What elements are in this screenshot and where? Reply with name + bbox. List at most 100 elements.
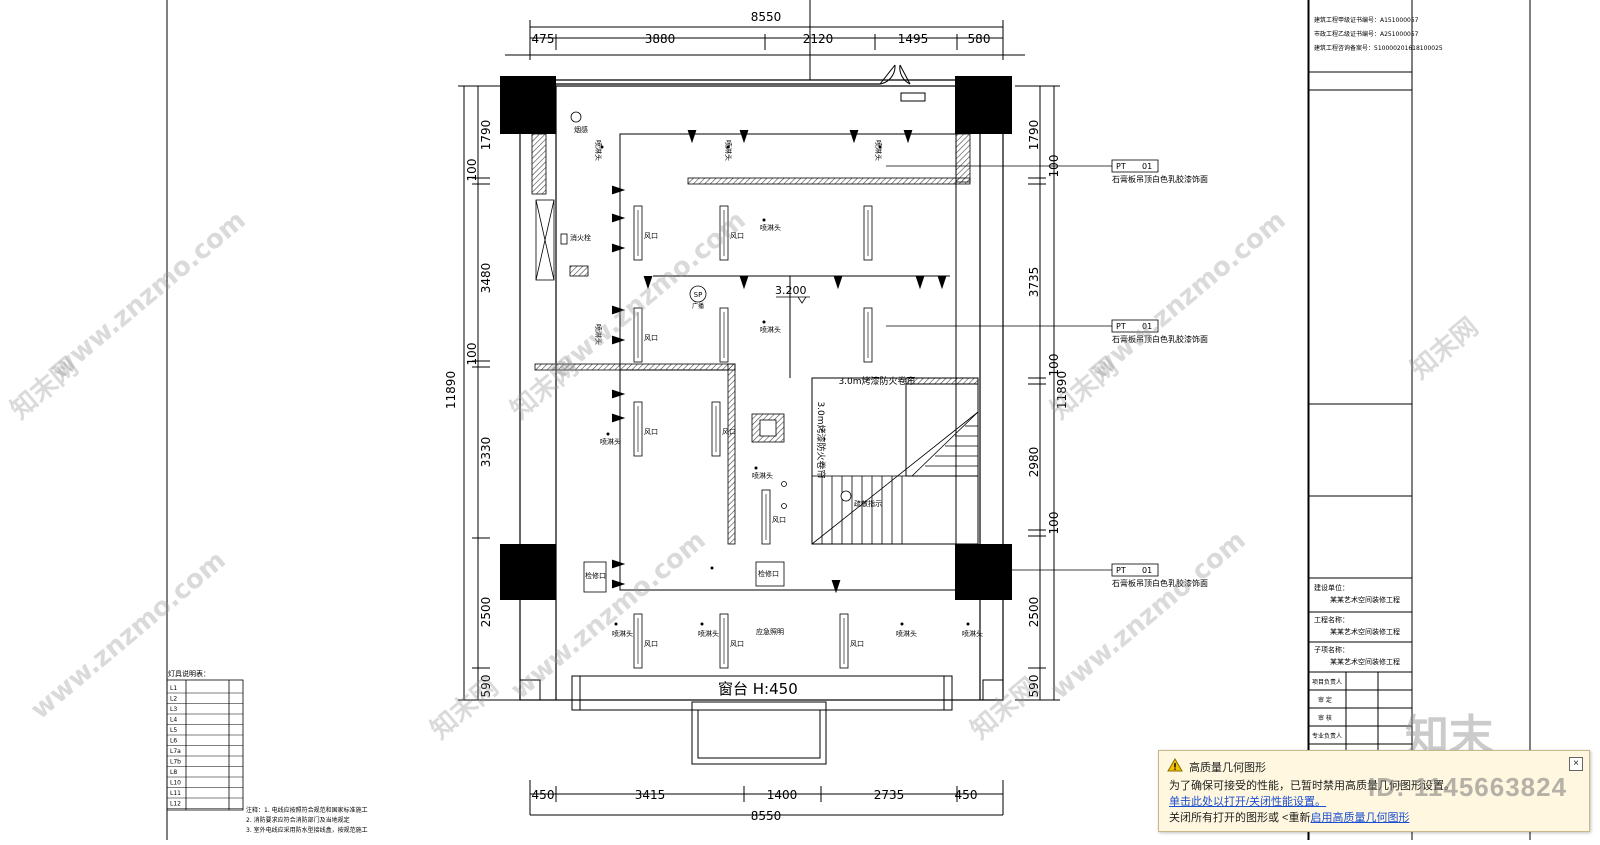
legend-row-code: L12 — [170, 801, 181, 808]
sprinkler-label: 喷淋头 — [600, 437, 621, 446]
vent-label: 风口 — [772, 516, 786, 524]
sprinkler-label: 喷淋头 — [612, 629, 633, 638]
fixture-ticks — [611, 129, 947, 594]
legend-notes: 注释：1. 电线应按照符合规范和国家标准施工 2. 消防要求应符合消防部门及当地… — [246, 806, 368, 834]
dim-bottom-seg: 3415 — [635, 788, 666, 802]
performance-settings-link[interactable]: 单击此处以打开/关闭性能设置。 — [1169, 796, 1327, 808]
exterior-walls — [519, 79, 1004, 701]
legend-row-code: L10 — [170, 780, 181, 787]
watermark-id: ID: 1145663824 — [1368, 772, 1568, 802]
dim-top-seg: 3880 — [645, 32, 676, 46]
section-label: 工程名称： — [1314, 615, 1349, 624]
notification-footer: 关闭所有打开的图形或 <重新启用高质量几何图形 — [1169, 809, 1409, 825]
lighting-legend-table — [166, 679, 244, 811]
role-label: 专业负责人 — [1312, 732, 1342, 740]
dim-right-seg: 2980 — [1027, 447, 1041, 478]
sprinkler-heads — [600, 145, 970, 626]
legend-note: 注释：1. 电线应按照符合规范和国家标准施工 — [246, 806, 368, 814]
warning-icon — [1167, 758, 1183, 772]
title-block-cert: 建筑工程甲级证书编号：A151000057 市政工程乙级证书编号：A251000… — [1314, 16, 1443, 52]
legend-row-code: L11 — [170, 790, 181, 797]
legend-title: 灯具说明表： — [168, 669, 210, 678]
window-sill-label: 窗台 H:450 — [718, 680, 798, 698]
dim-left-seg: 3480 — [479, 263, 493, 294]
tag-code: PT — [1116, 322, 1126, 331]
vent-label: 风口 — [730, 232, 744, 240]
legend-row-code: L6 — [170, 738, 177, 745]
tag-code: PT — [1116, 162, 1126, 171]
vent-inner-lines — [637, 210, 869, 664]
close-icon[interactable]: × — [1569, 757, 1583, 771]
access-label: 检修口 — [758, 569, 779, 578]
vent-label: 风口 — [722, 428, 736, 436]
ceiling-tags: PT 01 石膏板吊顶白色乳胶漆饰面 PT 01 石膏板吊顶白色乳胶漆饰面 PT… — [1112, 162, 1208, 588]
vent-label: 风口 — [644, 232, 658, 240]
notification-title: 高质量几何图形 — [1189, 762, 1266, 774]
sprinkler-label: 喷淋头 — [962, 629, 983, 638]
bottom-dimension-chain — [529, 780, 1004, 816]
role-label: 审 定 — [1318, 696, 1332, 704]
equipment — [535, 111, 852, 593]
sprinkler-label: 喷淋头 — [760, 325, 781, 334]
exit-label: 疏散指示 — [854, 499, 882, 508]
dim-left-total: 11890 — [444, 371, 458, 409]
vent-label: 风口 — [644, 334, 658, 342]
cert-line: 市政工程乙级证书编号：A251000057 — [1314, 30, 1419, 38]
legend-row-code: L2 — [170, 696, 177, 703]
stair-label: 3.0m烤漆防火卷帘 — [838, 375, 915, 387]
structural-columns — [500, 76, 1012, 600]
notification-message: 为了确保可接受的性能，已暂时禁用高质量几何图形设置。 — [1169, 780, 1455, 792]
dim-top-seg: 1495 — [898, 32, 929, 46]
dim-right-seg: 100 — [1047, 512, 1061, 535]
tag-num: 01 — [1142, 162, 1152, 171]
tag-note: 石膏板吊顶白色乳胶漆饰面 — [1112, 578, 1208, 588]
elevation-marker — [776, 296, 810, 304]
watermark-site: www.znzmo.com — [1045, 525, 1251, 705]
section-label: 子项名称： — [1314, 645, 1349, 654]
sheet-frame — [166, 0, 1531, 840]
legend-note: 3. 室外电线应采用防水型接线盒，按规范施工 — [246, 826, 368, 834]
title-block-sections: 建设单位： 某某艺术空间装修工程 工程名称： 某某艺术空间装修工程 子项名称： … — [1314, 583, 1400, 666]
project-name: 某某艺术空间装修工程 — [1330, 595, 1400, 604]
dim-top-total: 8550 — [751, 10, 782, 24]
vertical-sprinkler-labels: 喷淋头 喷淋头 喷淋头 喷淋头 — [594, 140, 883, 345]
legend-row-code: L8 — [170, 769, 177, 776]
sprinkler-label: 喷淋头 — [760, 223, 781, 232]
ceiling-tag-leaders — [886, 159, 1159, 577]
left-dimension-labels: 11890 1790 100 3480 100 3330 2500 590 — [444, 120, 493, 698]
dim-right-total: 11890 — [1055, 371, 1069, 409]
section-label: 建设单位： — [1314, 583, 1349, 592]
dim-right-seg: 100 — [1047, 354, 1061, 377]
tag-note: 石膏板吊顶白色乳胶漆饰面 — [1112, 334, 1208, 344]
project-name: 某某艺术空间装修工程 — [1330, 627, 1400, 636]
tag-note: 石膏板吊顶白色乳胶漆饰面 — [1112, 174, 1208, 184]
fire-label: 应急照明 — [756, 627, 784, 636]
top-dimension-chain — [505, 0, 1025, 80]
legend-row-code: L7b — [170, 759, 181, 766]
stair — [811, 411, 979, 545]
right-dimension-labels: 11890 1790 100 3735 100 2980 100 2500 59… — [1027, 120, 1069, 698]
watermark-brand: 知末网 — [965, 672, 1044, 745]
sp-symbol: SP — [694, 291, 703, 299]
performance-notification: 高质量几何图形 × 为了确保可接受的性能，已暂时禁用高质量几何图形设置。 单击此… — [1158, 750, 1590, 832]
sprinkler-label: 喷淋头 — [724, 140, 733, 161]
cert-line: 建筑工程咨询备案号：510000201618100025 — [1314, 44, 1443, 52]
project-name: 某某艺术空间装修工程 — [1330, 657, 1400, 666]
dim-left-seg: 1790 — [479, 120, 493, 151]
legend-row-code: L4 — [170, 717, 177, 724]
dim-left-seg: 100 — [465, 159, 479, 182]
elevation-value: 3.200 — [775, 284, 807, 297]
watermark-site: www.znzmo.com — [25, 545, 231, 725]
dim-bottom-seg: 2735 — [874, 788, 905, 802]
reenable-geometry-link[interactable]: 启用高质量几何图形 — [1310, 812, 1410, 824]
smoke-label: 烟感 — [574, 125, 588, 134]
horn-label: 广播 — [692, 302, 704, 310]
legend-row-code: L3 — [170, 706, 177, 713]
sprinkler-label: 喷淋头 — [874, 140, 883, 161]
dim-right-seg: 2500 — [1027, 597, 1041, 628]
sprinkler-label: 喷淋头 — [594, 324, 603, 345]
entry-door — [879, 64, 926, 102]
